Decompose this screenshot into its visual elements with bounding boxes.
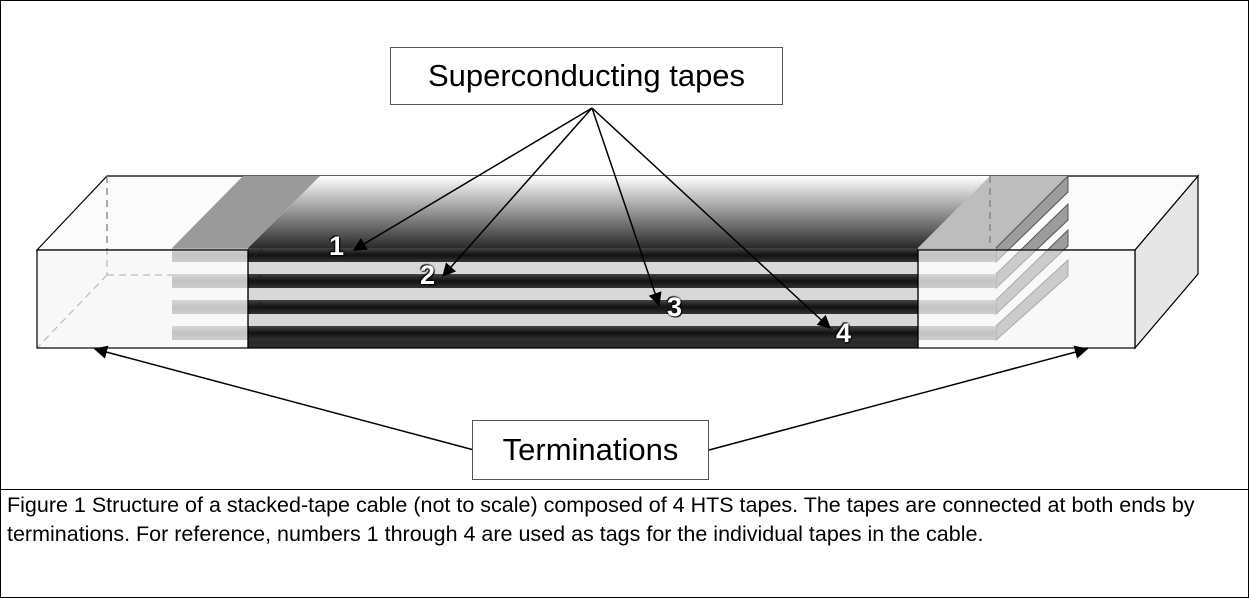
left-termination-top-grey — [172, 176, 320, 248]
hts-tape-stack — [247, 248, 918, 348]
figure-caption: Figure 1 Structure of a stacked-tape cab… — [7, 493, 1195, 546]
tape-2 — [248, 274, 918, 288]
arrow-to-right-termination — [708, 345, 1089, 451]
tape-tag-4: 4 — [836, 318, 852, 348]
caption-divider — [0, 489, 1249, 490]
arrow-to-left-termination — [93, 345, 475, 451]
tape-3 — [248, 300, 918, 314]
tape-arrows — [352, 107, 831, 329]
tape-4 — [248, 326, 918, 340]
tape-tag-2: 2 — [420, 260, 436, 290]
termination-arrows — [93, 345, 1089, 451]
tape-tag-3: 3 — [667, 292, 683, 322]
superconducting-tapes-label: Superconducting tapes — [390, 47, 783, 105]
left-termination-front — [36, 249, 249, 349]
arrow-to-tape-4 — [591, 107, 831, 329]
tape-tag-1: 1 — [329, 231, 345, 261]
arrow-to-tape-2 — [442, 107, 593, 278]
stacked-tape-cable-diagram — [35, 107, 1200, 451]
tape-stack-top-shading — [248, 176, 990, 248]
arrow-to-tape-3 — [591, 107, 662, 307]
terminations-label: Terminations — [472, 420, 709, 480]
arrow-to-tape-1 — [352, 107, 593, 251]
right-termination-front — [917, 249, 1136, 349]
right-termination-top-grey — [918, 176, 1068, 248]
tape-1 — [248, 248, 918, 262]
